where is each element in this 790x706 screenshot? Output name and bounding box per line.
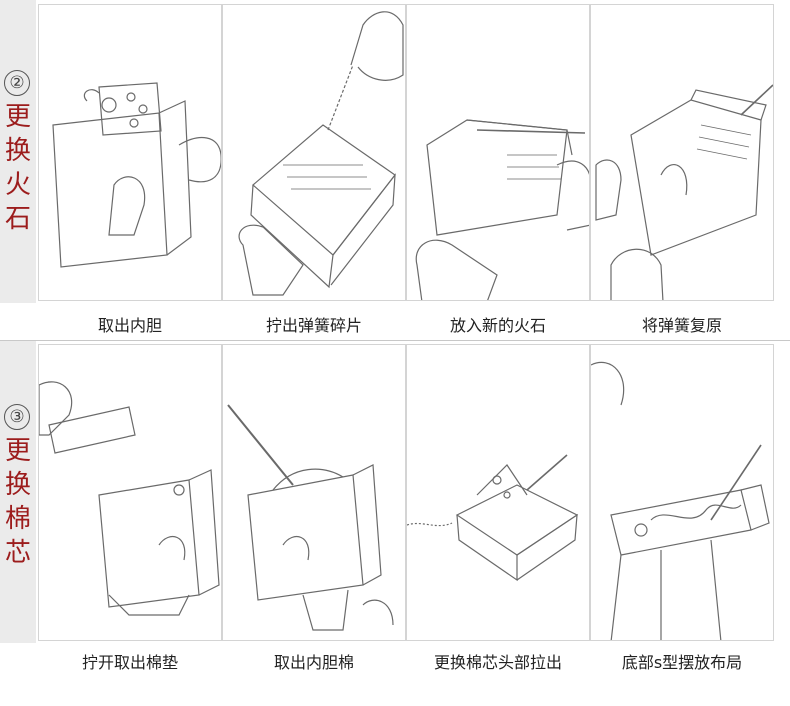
step-caption: 将弹簧复原 [641,316,722,335]
step-caption: 拧开取出棉垫 [81,653,178,672]
cotton-removal-illustration [222,344,406,641]
spring-screw-removal-illustration [222,4,406,301]
section-divider [0,340,790,341]
step-caption: 更换棉芯头部拉出 [433,653,562,672]
felt-pad-removal-illustration [38,344,222,641]
section-sidebar-wick: ③ 更 换 棉 芯 [0,340,36,643]
step-caption: 取出内胆棉 [273,653,354,672]
step-caption: 拧出弹簧碎片 [265,316,362,335]
section-sidebar-flint: ② 更 换 火 石 [0,0,36,303]
title-char: 石 [4,204,31,234]
section-title-wick: 更 换 棉 芯 [3,434,33,570]
lighter-insert-removal-illustration [38,4,222,301]
title-char: 换 [4,470,31,500]
title-char: 棉 [4,504,31,534]
flint-insertion-illustration [406,4,590,301]
step-number-badge: ③ [4,404,30,430]
title-char: 芯 [4,538,31,568]
title-char: 换 [4,136,31,166]
s-shape-layout-illustration [590,344,774,641]
title-char: 更 [4,102,31,132]
title-char: 火 [4,170,31,200]
step-caption: 放入新的火石 [449,316,546,335]
wick-pull-illustration [406,344,590,641]
step-caption: 底部s型摆放布局 [621,653,743,672]
step-number-badge: ② [4,70,30,96]
title-char: 更 [4,436,31,466]
step-caption: 取出内胆 [97,316,162,335]
spring-restore-illustration [590,4,774,301]
section-title-flint: 更 换 火 石 [3,100,33,236]
